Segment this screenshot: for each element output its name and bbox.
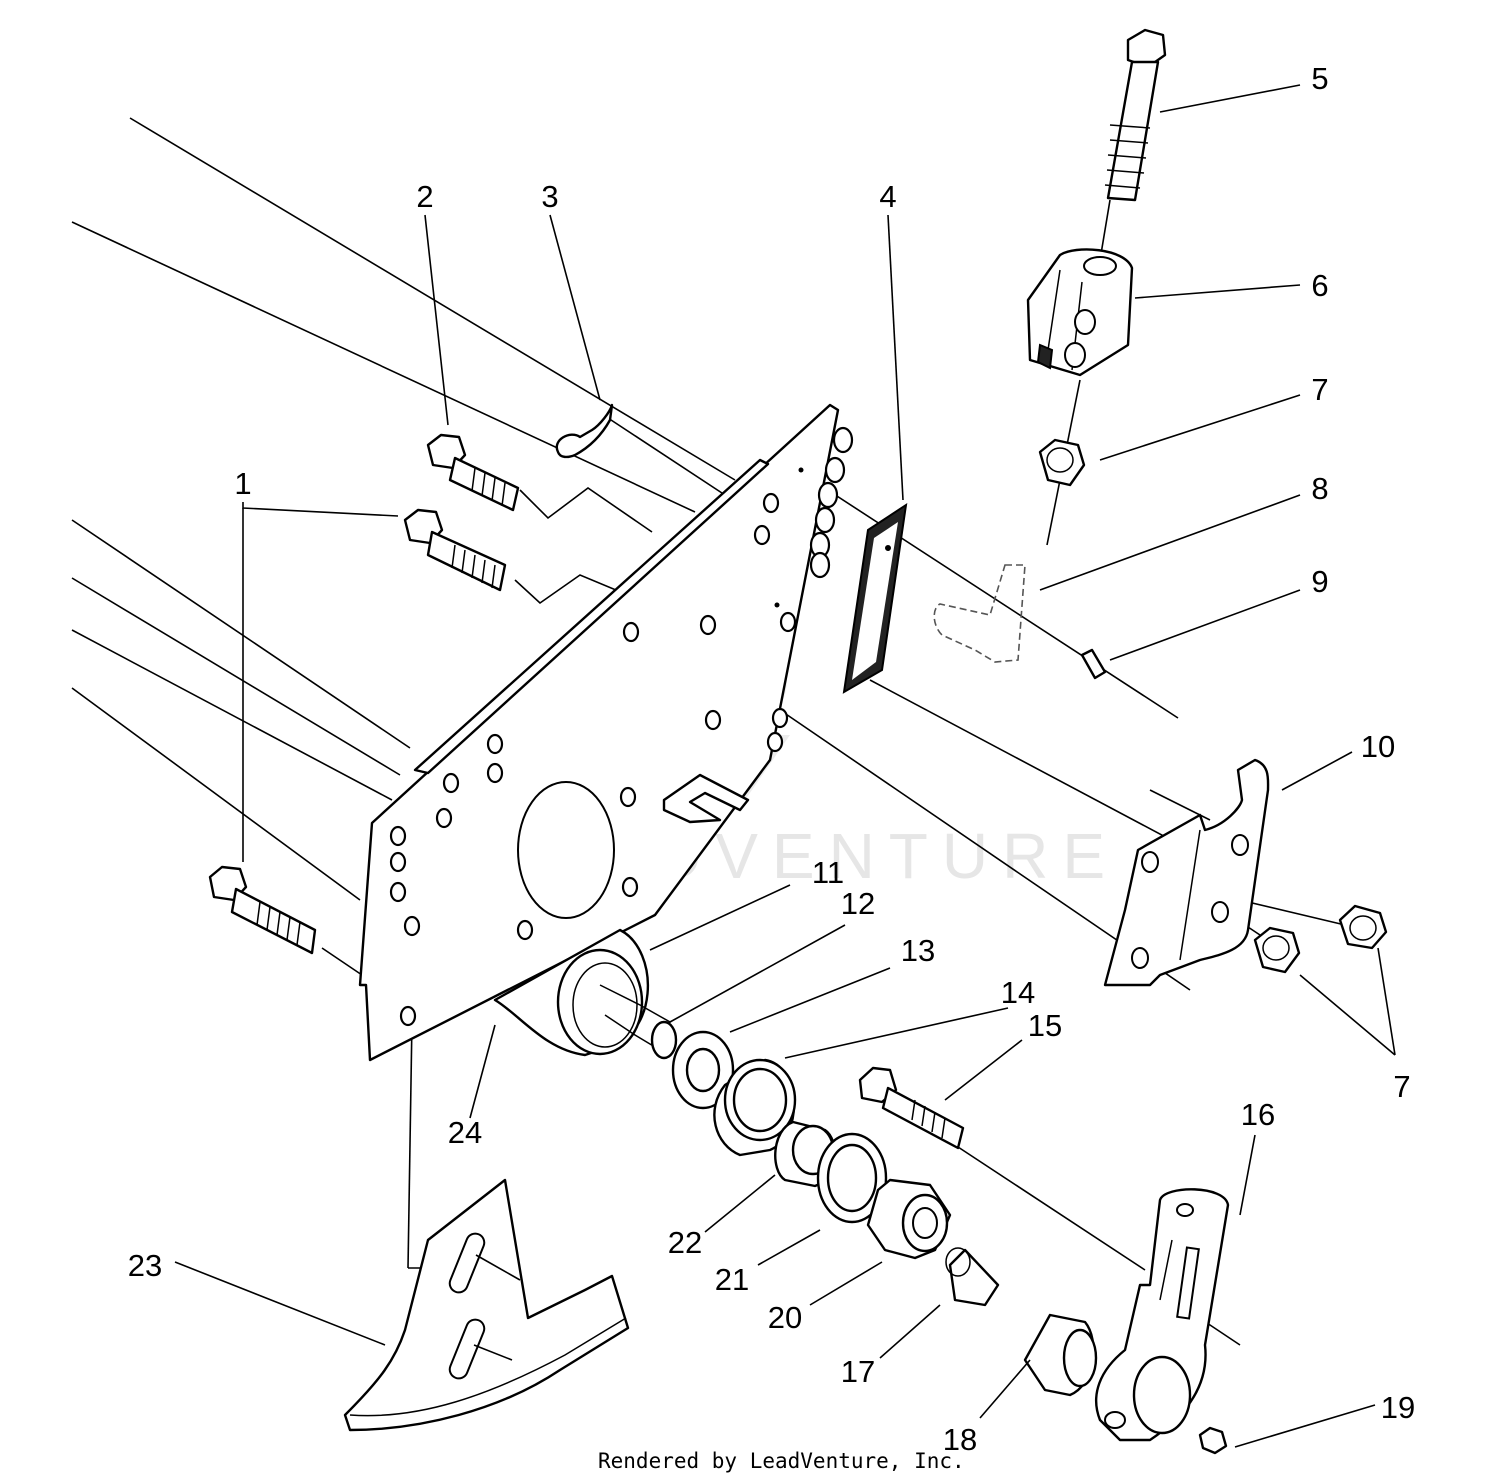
callout-22: 22 <box>668 1225 702 1260</box>
callout-6: 6 <box>1311 268 1328 303</box>
pin <box>1080 648 1107 680</box>
hanger-bracket <box>1103 758 1270 987</box>
l-bracket <box>933 564 1026 663</box>
leader-lines <box>174 84 1396 1448</box>
drive-hub <box>493 928 678 1060</box>
callout-15: 15 <box>1028 1008 1062 1043</box>
bolt-upper <box>403 508 507 592</box>
callout-1: 1 <box>234 466 251 501</box>
callout-21: 21 <box>715 1262 749 1297</box>
callout-14: 14 <box>1001 975 1035 1010</box>
callout-10: 10 <box>1361 729 1395 764</box>
callout-4: 4 <box>879 179 896 214</box>
nut-right-1 <box>1253 926 1301 974</box>
bolt-2 <box>426 433 520 512</box>
clip <box>555 403 614 459</box>
bearing-sleeve <box>713 1058 797 1157</box>
gasket <box>842 502 908 694</box>
callout-18: 18 <box>943 1422 977 1457</box>
callout-7-upper: 7 <box>1311 372 1328 407</box>
ring <box>816 1132 888 1224</box>
bushing <box>866 1178 952 1260</box>
bolt-15 <box>858 1066 965 1150</box>
callout-16: 16 <box>1241 1097 1275 1132</box>
callout-3: 3 <box>541 179 558 214</box>
callout-12: 12 <box>841 886 875 921</box>
callout-2: 2 <box>416 179 433 214</box>
callout-23: 23 <box>128 1248 162 1283</box>
long-bolt <box>1104 28 1167 202</box>
callout-24: 24 <box>448 1115 482 1150</box>
blade <box>343 1178 630 1432</box>
callout-13: 13 <box>901 933 935 968</box>
callout-8: 8 <box>1311 471 1328 506</box>
mounting-plate <box>358 403 854 1062</box>
callout-20: 20 <box>768 1300 802 1335</box>
callout-17: 17 <box>841 1354 875 1389</box>
nut-right-2 <box>1338 904 1388 950</box>
callout-5: 5 <box>1311 61 1328 96</box>
callout-9: 9 <box>1311 564 1328 599</box>
pivot-arm <box>1095 1188 1230 1442</box>
large-sleeve <box>1023 1313 1098 1397</box>
washer <box>671 1030 735 1110</box>
footer-credit: Rendered by LeadVenture, Inc. <box>598 1449 965 1473</box>
callout-labels: 2 3 4 5 6 7 8 9 10 1 7 11 12 13 14 15 16… <box>128 61 1415 1457</box>
nut-upper <box>1038 438 1086 487</box>
bolt-lower <box>208 865 317 955</box>
grease-fitting <box>1198 1426 1228 1455</box>
callout-7-lower: 7 <box>1393 1069 1410 1104</box>
callout-19: 19 <box>1381 1390 1415 1425</box>
clevis-block <box>1026 248 1134 377</box>
callout-11: 11 <box>812 855 844 890</box>
small-sleeve <box>945 1247 1000 1307</box>
